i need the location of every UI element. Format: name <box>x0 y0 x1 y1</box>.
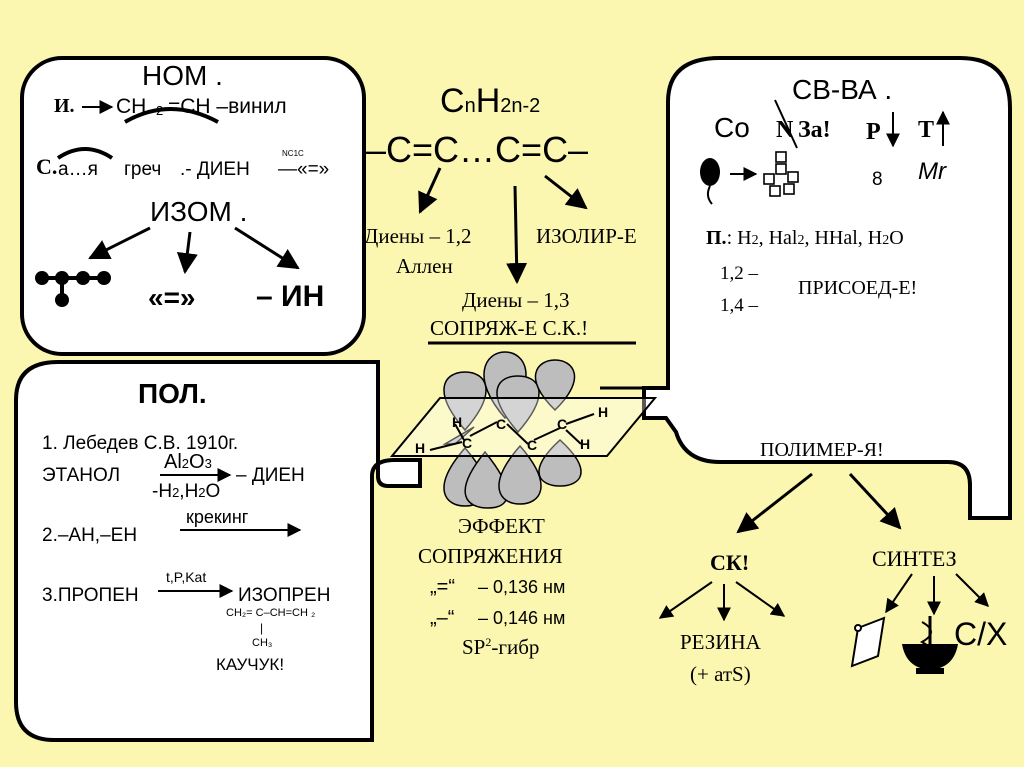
svva-sintez: СИНТЕЗ <box>872 546 957 571</box>
svva-ats: (+ атS) <box>690 662 751 686</box>
balloon-icon <box>700 158 720 205</box>
atom-h: H <box>415 440 426 456</box>
arrow-dienes13 <box>506 185 528 285</box>
effect-line1: ЭФФЕКТ <box>458 514 545 538</box>
pol-water: -H2,H2O <box>152 481 221 502</box>
pol-ethanol: ЭТАНОЛ <box>42 465 121 486</box>
svva-sk: СК! <box>710 550 750 575</box>
slash-n <box>774 99 798 149</box>
nom-a-ya: а…я <box>58 159 98 180</box>
nom-eq: —«=» <box>278 159 330 180</box>
svva-reagents: П.: H2, Hal2, HHal, H2O <box>706 227 904 249</box>
pol-izopren: ИЗОПРЕН <box>238 585 331 606</box>
dienes12-label: Диены – 1,2 <box>364 224 472 248</box>
pol-kauchuk: КАУЧУК! <box>216 655 285 674</box>
arrow-dienes12 <box>418 167 442 214</box>
arc-a-ya <box>56 147 114 160</box>
atom-c: C <box>527 437 538 453</box>
nom-i-label: И. <box>54 95 75 117</box>
arrow-to-sk <box>736 472 813 534</box>
pol-panel <box>14 360 422 742</box>
double-bond-length: – 0,136 нм <box>478 577 566 597</box>
arrow-isolated <box>544 174 588 210</box>
svva-12: 1,2 – <box>720 263 758 284</box>
nom-dien: .- ДИЕН <box>180 159 250 180</box>
arrow-izom-left <box>88 226 151 260</box>
single-bond-symbol: „–“ <box>430 607 455 629</box>
crystal-lattice-icon <box>763 151 799 197</box>
single-bond-length: – 0,146 нм <box>478 608 566 628</box>
atom-c: C <box>557 416 568 432</box>
nom-grech: греч <box>124 159 162 180</box>
izom-title: ИЗОМ . <box>150 196 248 227</box>
svva-mr: Mr <box>918 158 946 185</box>
svva-co: Co <box>714 112 750 143</box>
svva-prisoed: ПРИСОЕД-Е! <box>798 277 918 299</box>
diene-chain: –C=C…C=C– <box>366 129 589 170</box>
arc-dien <box>124 107 219 124</box>
branched-skeleton-icon <box>35 271 111 307</box>
nom-ch-sub: 2 <box>156 103 164 118</box>
arrow-izom-mid <box>176 231 198 275</box>
pol-title: ПОЛ. <box>138 378 207 409</box>
nom-nc: NC1C <box>282 149 304 158</box>
izom-brackets: «=» <box>148 282 196 313</box>
pharmacy-bowl-icon <box>902 616 958 674</box>
arrow-to-sintez <box>848 472 902 530</box>
general-formula: CnH2n-2 <box>440 82 541 120</box>
svva-eight: 8 <box>872 169 883 190</box>
pol-dien: – ДИЕН <box>236 465 305 486</box>
pol-line2: 2.–АН,–ЕН <box>42 525 138 546</box>
svva-n: N <box>776 117 794 143</box>
pol-kreking: крекинг <box>186 507 249 527</box>
pol-line1: 1. Лебедев С.В. 1910г. <box>42 433 239 454</box>
svva-cx: С/Х <box>954 616 1008 652</box>
conjugated-label: СОПРЯЖ-Е С.К.! <box>430 316 589 340</box>
svva-14: 1,4 – <box>720 295 758 316</box>
svva-za: За! <box>798 117 831 143</box>
atom-h: H <box>580 436 591 452</box>
svva-rezina: РЕЗИНА <box>680 630 761 654</box>
atom-c: C <box>496 416 507 432</box>
allen-label: Аллен <box>396 254 453 278</box>
nom-ch: CH <box>116 95 147 118</box>
pol-structure: CH₂= C–CH=CH ₂ <box>226 607 316 619</box>
svva-p: P <box>866 119 881 145</box>
double-bond-symbol: „=“ <box>430 576 455 598</box>
arrow-izom-right <box>234 226 300 270</box>
svva-polymer: ПОЛИМЕР-Я! <box>760 439 884 461</box>
molecule-plane <box>389 397 658 457</box>
pol-ch3: CH₃ <box>252 637 273 649</box>
dienes13-label: Диены – 1,3 <box>462 288 570 312</box>
atom-c: C <box>462 435 473 451</box>
pol-structure-bar: | <box>260 621 264 635</box>
svva-t: T <box>918 117 935 143</box>
atom-h: H <box>598 404 609 420</box>
izom-in: – ИН <box>256 280 325 313</box>
atom-h: H <box>452 414 463 430</box>
sp2-label: SP2-гибр <box>462 635 540 659</box>
pol-line3: 3.ПРОПЕН <box>42 585 139 606</box>
pol-catalyst: Al2O3 <box>164 451 212 473</box>
nom-s-label: С. <box>36 154 58 179</box>
nom-title: НОМ . <box>142 60 223 91</box>
pol-tpkat: t,P,Kat <box>166 569 207 585</box>
isolated-label: ИЗОЛИР-Е <box>536 224 637 248</box>
effect-line2: СОПРЯЖЕНИЯ <box>418 544 563 568</box>
nom-vinyl: =CH –винил <box>168 95 287 118</box>
scroll-icon <box>850 616 886 668</box>
svva-title: СВ-ВА . <box>792 74 893 105</box>
